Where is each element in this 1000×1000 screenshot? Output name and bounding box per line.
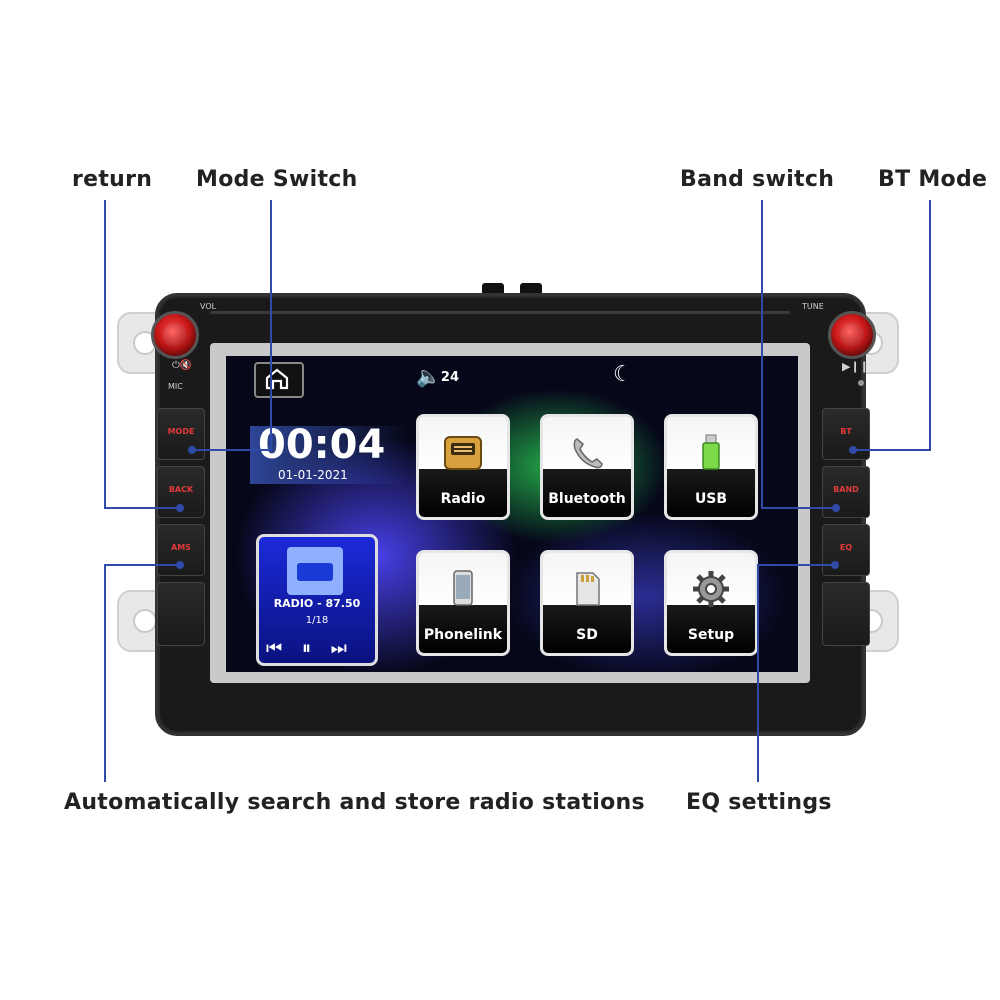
- callout-line-band-switch: [761, 200, 763, 509]
- app-setup-label: Setup: [687, 627, 735, 643]
- tune-knob[interactable]: [828, 311, 876, 359]
- back-button[interactable]: BACK: [157, 466, 205, 518]
- sd-card-icon: [576, 572, 600, 606]
- clock-date: 01-01-2021: [278, 468, 348, 482]
- radio-art-icon: [287, 547, 343, 595]
- media-station: RADIO - 87.50: [273, 597, 361, 610]
- clock-time: 00:04: [258, 422, 386, 468]
- callout-eq-settings: EQ settings: [686, 790, 832, 815]
- bt-button[interactable]: BT: [822, 408, 870, 460]
- touch-screen: 🔈24 ☾ 00:04 01-01-2021 RADIO - 87.50 1/1…: [226, 356, 798, 672]
- pause-button[interactable]: ⏸: [301, 638, 311, 659]
- app-phonelink[interactable]: Phonelink: [416, 550, 510, 656]
- app-bluetooth[interactable]: Bluetooth: [540, 414, 634, 520]
- mode-button[interactable]: MODE: [157, 408, 205, 460]
- app-radio[interactable]: Radio: [416, 414, 510, 520]
- callout-return: return: [72, 167, 153, 192]
- app-phonelink-label: Phonelink: [423, 627, 503, 643]
- media-controls: ⏮ ⏸ ⏭: [266, 638, 347, 659]
- volume-indicator[interactable]: 🔈24: [416, 364, 459, 388]
- callout-line-return: [104, 200, 106, 509]
- callout-line-auto-search: [104, 564, 106, 782]
- vol-label: VOL: [200, 302, 217, 311]
- blank-button: [822, 582, 870, 646]
- callout-dot-auto-search: [176, 561, 184, 569]
- callout-bt-mode: BT Mode: [878, 167, 988, 192]
- app-usb[interactable]: USB: [664, 414, 758, 520]
- home-icon: [265, 368, 289, 390]
- power-mute-icon: ⏻🔇: [172, 360, 193, 371]
- callout-dot-eq-settings: [831, 561, 839, 569]
- callout-auto-search: Automatically search and store radio sta…: [64, 790, 645, 815]
- prev-track-button[interactable]: ⏮: [266, 638, 283, 659]
- radio-icon: [444, 436, 482, 470]
- app-radio-label: Radio: [440, 491, 486, 507]
- app-sd[interactable]: SD: [540, 550, 634, 656]
- volume-level: 24: [440, 370, 459, 385]
- mic-label: MIC: [168, 382, 183, 391]
- callout-dot-mode-switch: [188, 446, 196, 454]
- callout-line-band-switch: [761, 507, 837, 509]
- callout-line-bt-mode: [852, 449, 931, 451]
- disc-slot: [210, 311, 790, 314]
- app-setup[interactable]: Setup: [664, 550, 758, 656]
- callout-line-mode-switch: [270, 200, 272, 451]
- clock-widget: 00:04 01-01-2021: [250, 422, 408, 484]
- callout-dot-bt-mode: [849, 446, 857, 454]
- callout-line-bt-mode: [929, 200, 931, 451]
- moon-icon[interactable]: ☾: [613, 362, 633, 387]
- gear-icon: [693, 571, 729, 607]
- blank-button: [157, 582, 205, 646]
- smartphone-icon: [453, 570, 473, 606]
- callout-line-mode-switch: [192, 449, 272, 451]
- app-usb-label: USB: [694, 491, 728, 507]
- speaker-icon: 🔈: [416, 364, 441, 388]
- volume-knob[interactable]: [151, 311, 199, 359]
- media-widget[interactable]: RADIO - 87.50 1/18: [256, 534, 378, 666]
- callout-dot-band-switch: [832, 504, 840, 512]
- mount-tab: [482, 283, 504, 295]
- home-button[interactable]: [254, 362, 304, 398]
- tune-label: TUNE: [802, 302, 824, 311]
- app-sd-label: SD: [576, 627, 598, 643]
- callout-line-eq-settings: [757, 564, 835, 566]
- usb-drive-icon: [702, 434, 720, 470]
- callout-mode-switch: Mode Switch: [196, 167, 358, 192]
- app-bluetooth-label: Bluetooth: [548, 491, 626, 507]
- band-button[interactable]: BAND: [822, 466, 870, 518]
- callout-band-switch: Band switch: [680, 167, 835, 192]
- eq-button[interactable]: EQ: [822, 524, 870, 576]
- callout-dot-return: [176, 504, 184, 512]
- next-track-button[interactable]: ⏭: [330, 638, 347, 659]
- callout-line-auto-search: [104, 564, 180, 566]
- callout-line-eq-settings: [757, 564, 759, 782]
- ams-button[interactable]: AMS: [157, 524, 205, 576]
- mic-hole: [858, 380, 864, 386]
- phone-handset-icon: [573, 438, 603, 469]
- play-pause-icon: ▶❙❙: [842, 360, 869, 373]
- mount-tab: [520, 283, 542, 295]
- callout-line-return: [104, 507, 180, 509]
- media-track: 1/18: [305, 615, 329, 626]
